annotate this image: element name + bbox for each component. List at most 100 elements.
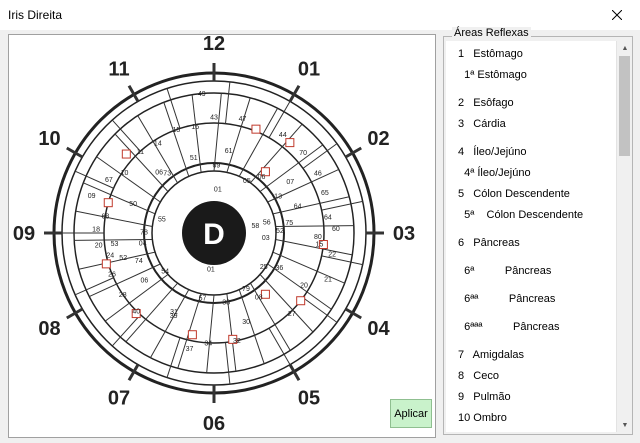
zone-number[interactable]: 18 — [92, 226, 100, 233]
zone-number[interactable]: 15 — [172, 127, 180, 134]
zone-number[interactable]: 52 — [276, 228, 284, 235]
zone-number[interactable]: 06 — [140, 277, 148, 284]
zone-number[interactable]: 70 — [299, 150, 307, 157]
zone-number[interactable]: 73 — [163, 171, 171, 178]
area-list-item[interactable]: 7 Amigdalas — [458, 349, 525, 361]
zone-number[interactable]: 21 — [324, 277, 332, 284]
zone-number[interactable]: 11 — [137, 149, 144, 156]
scroll-thumb[interactable] — [619, 56, 630, 156]
zone-number[interactable]: 30 — [242, 319, 250, 326]
area-list-item[interactable]: 1 Estômago — [458, 48, 523, 60]
zone-number[interactable]: 75 — [285, 220, 293, 227]
zone-number[interactable]: 34 — [204, 340, 212, 347]
clock-tick — [288, 363, 301, 381]
zone-number[interactable]: 54 — [161, 269, 169, 276]
zone-number[interactable]: 31 — [170, 309, 178, 316]
zone-number[interactable]: 65 — [321, 190, 329, 197]
zone-number[interactable]: 74 — [135, 258, 143, 265]
zone-number[interactable]: 57 — [199, 295, 207, 302]
zone-number[interactable]: 64 — [324, 214, 332, 221]
zone-number[interactable]: 26 — [108, 272, 116, 279]
zone-number[interactable]: 58 — [251, 223, 259, 230]
zone-number[interactable]: 27 — [288, 311, 296, 318]
zone-number[interactable]: 39 — [170, 313, 178, 320]
zone-number[interactable]: 01 — [207, 266, 215, 273]
zone-number[interactable]: 28 — [119, 292, 127, 299]
area-list-item[interactable]: 1ª Estômago — [458, 69, 527, 81]
zone-number[interactable]: 68 — [101, 213, 109, 220]
zone-number[interactable]: 49 — [198, 91, 206, 98]
zone-divider — [104, 274, 169, 322]
zone-number[interactable]: 06 — [155, 170, 163, 177]
zone-number[interactable]: 61 — [225, 148, 233, 155]
area-list-item[interactable]: 5 Cólon Descendente — [458, 188, 570, 200]
zone-number[interactable]: 36 — [275, 265, 283, 272]
zone-number[interactable]: 46 — [314, 171, 322, 178]
zone-number[interactable]: 05 — [243, 178, 251, 185]
zone-number[interactable]: 52 — [119, 255, 127, 262]
apply-button[interactable]: Aplicar — [390, 399, 432, 428]
zone-number[interactable]: 60 — [332, 226, 340, 233]
zone-divider — [96, 156, 161, 203]
area-list-item[interactable]: 6ªª Pâncreas — [458, 293, 556, 305]
zone-number[interactable]: 04 — [139, 241, 147, 248]
zone-number[interactable]: 44 — [279, 132, 287, 139]
zone-number[interactable]: 32 — [233, 338, 241, 345]
zone-number[interactable]: 14 — [154, 141, 162, 148]
zone-number[interactable]: 67 — [105, 177, 113, 184]
area-list-item[interactable]: 4 Íleo/Jejúno — [458, 146, 527, 158]
zone-number[interactable]: 09 — [88, 193, 96, 200]
zone-number[interactable]: 10 — [121, 170, 129, 177]
zone-number[interactable]: 25 — [260, 264, 268, 271]
areas-scrollbar[interactable]: ▲ ▼ — [616, 41, 632, 432]
zone-number[interactable]: 22 — [328, 251, 336, 258]
zone-number[interactable]: 24 — [106, 253, 114, 260]
area-list-item[interactable]: 6ª Pâncreas — [458, 265, 552, 277]
area-list-item[interactable]: 5ª Cólon Descendente — [458, 209, 584, 221]
clock-label: 08 — [38, 318, 60, 340]
area-list-item[interactable]: 9 Pulmão — [458, 391, 511, 403]
zone-number[interactable]: 79 — [242, 286, 250, 293]
area-list-item[interactable]: 4ª Íleo/Jejúno — [458, 167, 531, 179]
zone-number[interactable]: 40 — [132, 308, 140, 315]
area-list-item[interactable]: 3 Cárdia — [458, 118, 506, 130]
zone-number[interactable]: 15 — [316, 242, 324, 249]
zone-number[interactable]: 01 — [214, 187, 222, 194]
zone-number[interactable]: 50 — [129, 201, 137, 208]
area-list-item[interactable]: 6 Pâncreas — [458, 237, 520, 249]
zone-number[interactable]: 03 — [262, 235, 270, 242]
areas-list[interactable]: 1 Estômago 1ª Estômago 2 Esôfago 3 Cárdia 4… — [446, 41, 616, 432]
zone-number[interactable]: 13 — [274, 194, 282, 201]
zone-number[interactable]: 53 — [111, 241, 119, 248]
close-button[interactable] — [594, 0, 640, 30]
zone-number[interactable]: 16 — [191, 124, 199, 131]
zone-number[interactable]: 55 — [158, 217, 166, 224]
zone-number[interactable]: 08 — [255, 294, 263, 301]
zone-divider — [166, 337, 181, 378]
zone-number[interactable]: 33 — [222, 299, 230, 306]
area-list-item[interactable]: 10 Ombro — [458, 412, 507, 424]
zone-number[interactable]: 37 — [186, 346, 194, 353]
zone-number[interactable]: 51 — [190, 155, 198, 162]
zone-number[interactable]: 06 — [258, 174, 266, 181]
area-list-item[interactable]: 2 Esôfago — [458, 97, 514, 109]
zone-number[interactable]: 56 — [263, 219, 271, 226]
zone-number[interactable]: 43 — [210, 115, 218, 122]
zone-number[interactable]: 80 — [314, 234, 322, 241]
zone-number[interactable]: 20 — [95, 243, 103, 250]
zone-number[interactable]: 64 — [294, 203, 302, 210]
zone-number[interactable]: 20 — [300, 283, 308, 290]
clock-label: 01 — [298, 58, 320, 80]
clock-label: 05 — [298, 388, 320, 410]
area-list-item[interactable]: 8 Ceco — [458, 370, 499, 382]
scroll-down-icon[interactable]: ▼ — [621, 421, 629, 429]
zone-number[interactable]: 07 — [286, 179, 294, 186]
zone-number[interactable]: 47 — [239, 116, 247, 123]
zone-divider — [89, 263, 161, 298]
area-list-item[interactable]: 6ªªª Pâncreas — [458, 321, 560, 333]
iris-map[interactable]: 4947434470466564602221202730323437394028… — [9, 35, 436, 438]
close-icon — [612, 10, 622, 20]
scroll-up-icon[interactable]: ▲ — [621, 44, 629, 52]
zone-number[interactable]: 69 — [212, 163, 220, 170]
zone-number[interactable]: 78 — [140, 229, 148, 236]
